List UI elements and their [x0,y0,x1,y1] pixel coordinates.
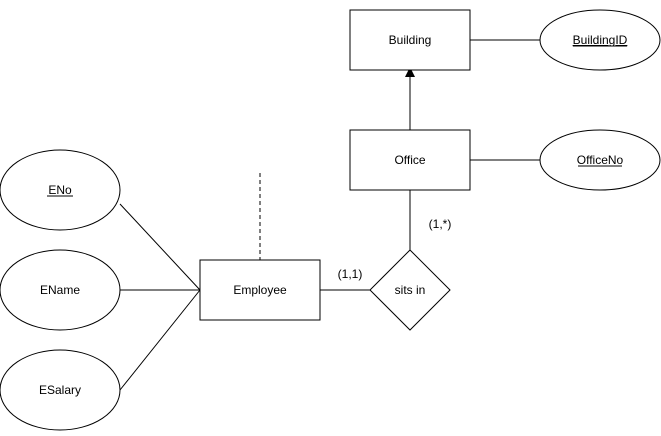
entity-employee[interactable]: Employee [199,259,321,321]
entity-office[interactable]: Office [349,129,471,191]
relationship-sits-in[interactable]: sits in [369,249,451,331]
entity-building[interactable]: Building [349,9,471,71]
entity-office-label: Office [394,153,425,167]
entity-building-label: Building [389,33,432,47]
attribute-eno[interactable]: ENo [0,149,121,231]
attribute-esalary-label: ESalary [39,383,81,397]
attribute-ename-label: EName [40,283,80,297]
attribute-esalary[interactable]: ESalary [0,349,121,431]
cardinality-office-side: (1,*) [429,217,452,231]
entity-employee-label: Employee [233,283,287,297]
relationship-sits-in-label: sits in [395,283,426,297]
attribute-office-no[interactable]: OfficeNo [539,129,661,191]
cardinality-employee-side: (1,1) [338,267,363,281]
edge-employee-eno [119,203,201,291]
attribute-ename[interactable]: EName [0,249,121,331]
attribute-eno-label: ENo [48,183,72,197]
attribute-building-id[interactable]: BuildingID [539,9,661,71]
attribute-office-no-label: OfficeNo [577,153,624,167]
attribute-building-id-label: BuildingID [573,33,628,47]
edge-employee-esalary [119,289,201,391]
